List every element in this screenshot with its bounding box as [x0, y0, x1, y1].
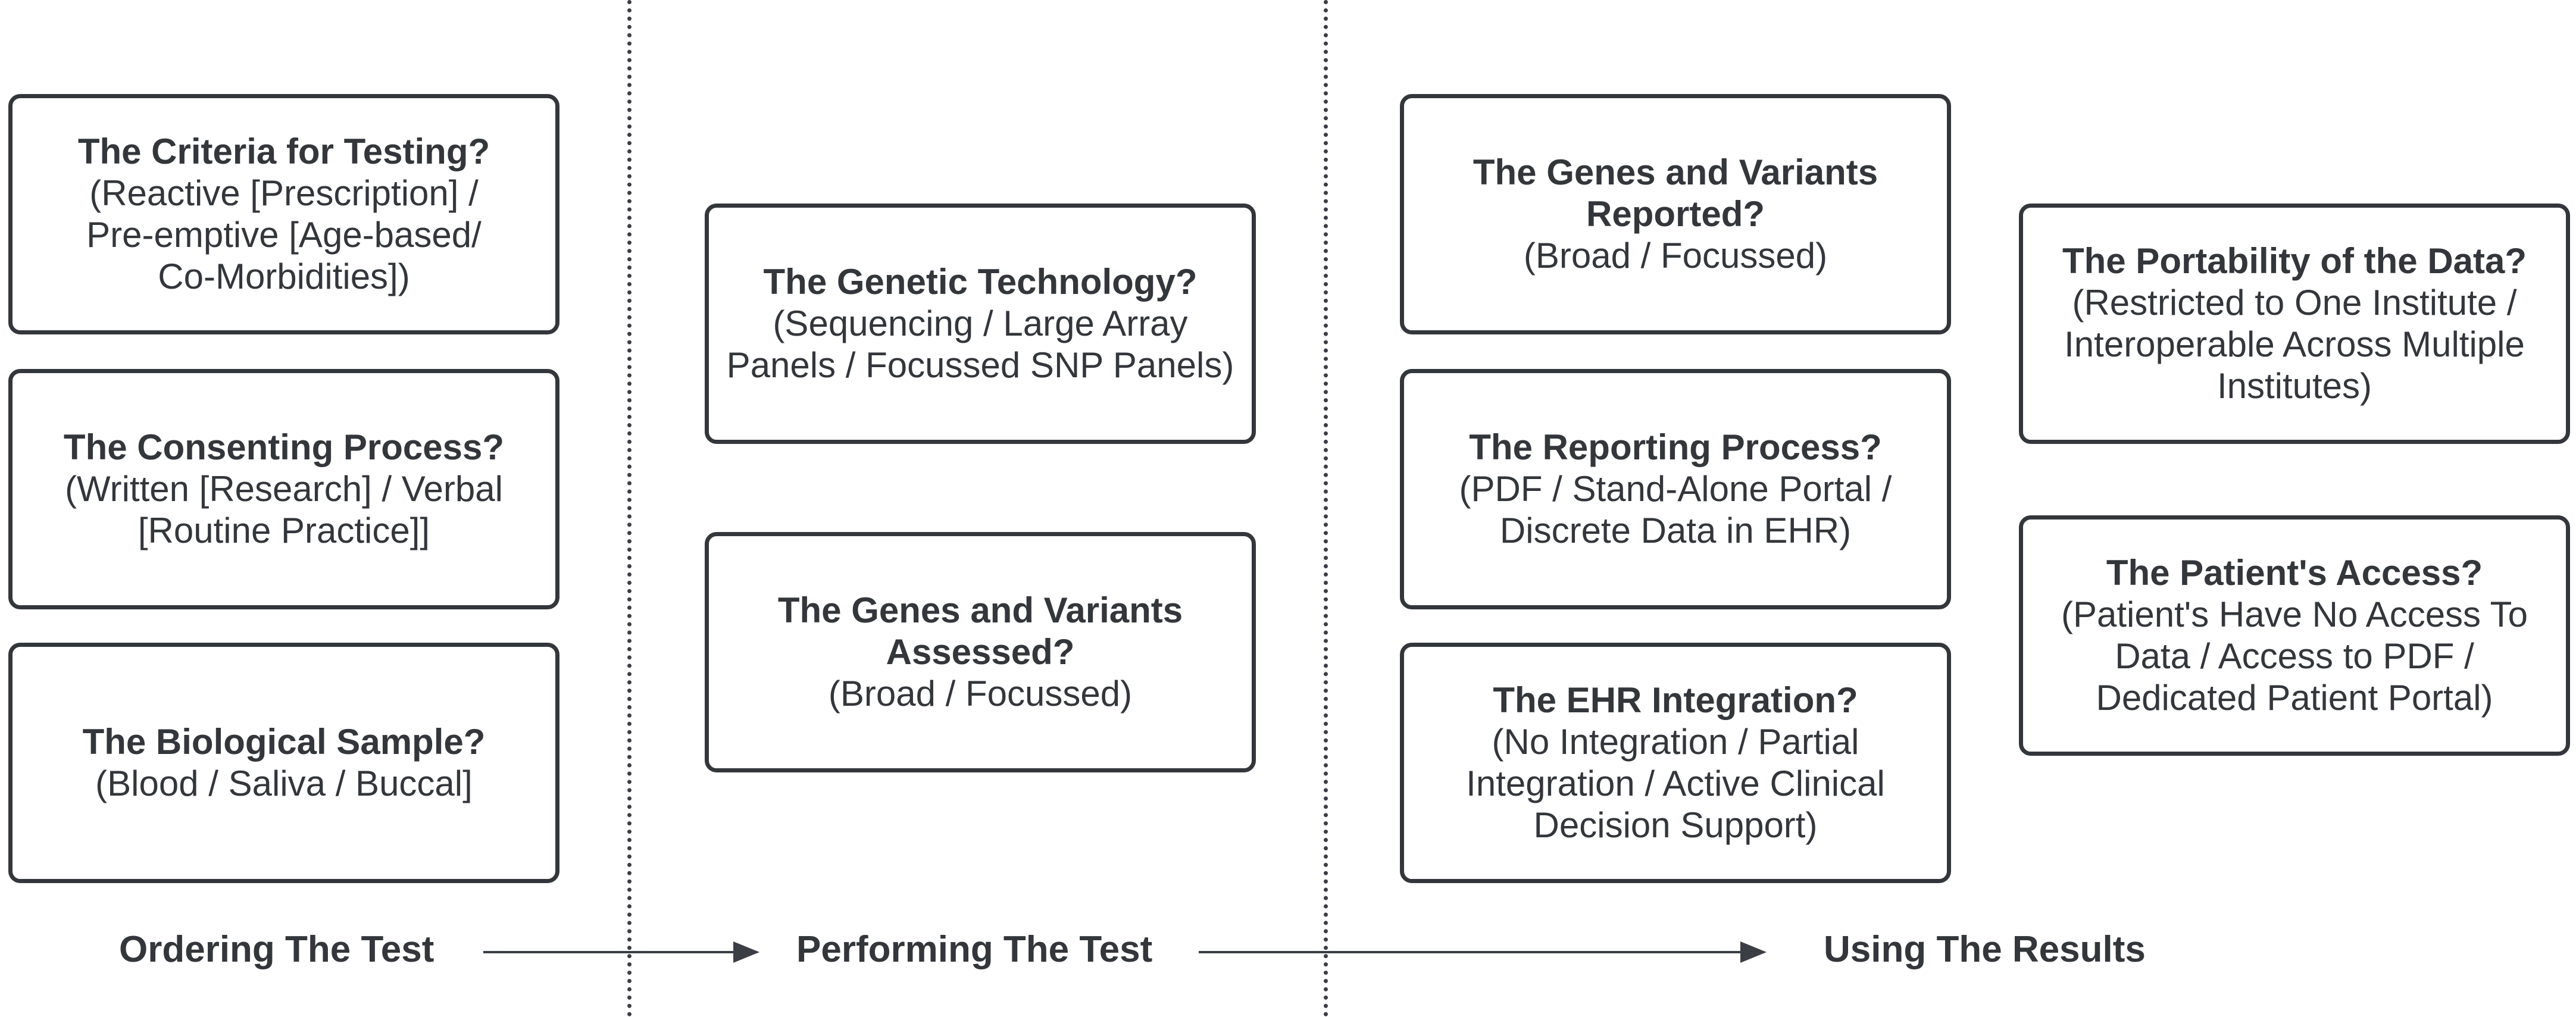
genes-variants-reported-box: The Genes and Variants Reported? (Broad …: [1400, 94, 1951, 334]
genetic-technology-desc: (Sequencing / Large Array Panels / Focus…: [726, 303, 1234, 385]
data-portability-desc: (Restricted to One Institute / Interoper…: [2064, 283, 2525, 406]
ehr-integration-box: The EHR Integration? (No Integration / P…: [1400, 643, 1951, 883]
flow-arrow-2: [1199, 941, 1767, 963]
criteria-for-testing-box: The Criteria for Testing? (Reactive [Pre…: [8, 94, 559, 334]
consenting-process-title: The Consenting Process?: [63, 427, 505, 467]
genes-variants-reported-desc: (Broad / Focussed): [1523, 236, 1828, 276]
stage-label-using: Using The Results: [1824, 929, 2146, 970]
genetic-technology-box: The Genetic Technology? (Sequencing / La…: [705, 204, 1256, 444]
genes-variants-assessed-desc: (Broad / Focussed): [828, 674, 1133, 714]
stage-divider-1: [627, 0, 632, 1017]
data-portability-box: The Portability of the Data? (Restricted…: [2019, 204, 2570, 444]
criteria-for-testing-title: The Criteria for Testing?: [77, 132, 490, 171]
stage-label-performing: Performing The Test: [796, 929, 1153, 970]
data-portability-title: The Portability of the Data?: [2062, 241, 2527, 281]
patient-access-title: The Patient's Access?: [2106, 553, 2483, 593]
reporting-process-title: The Reporting Process?: [1469, 427, 1882, 467]
biological-sample-desc: (Blood / Saliva / Buccal]: [95, 763, 473, 803]
criteria-for-testing-desc: (Reactive [Prescription] / Pre-emptive […: [86, 173, 482, 296]
stage-label-ordering: Ordering The Test: [119, 929, 434, 970]
reporting-process-box: The Reporting Process? (PDF / Stand-Alon…: [1400, 369, 1951, 609]
consenting-process-desc: (Written [Research] / Verbal [Routine Pr…: [65, 469, 503, 550]
stage-divider-2: [1324, 0, 1328, 1017]
ehr-integration-title: The EHR Integration?: [1493, 680, 1858, 720]
patient-access-box: The Patient's Access? (Patient's Have No…: [2019, 515, 2570, 756]
flow-arrow-1: [483, 941, 759, 963]
genes-variants-assessed-title: The Genes and Variants Assessed?: [777, 590, 1183, 672]
genetic-technology-title: The Genetic Technology?: [763, 262, 1198, 302]
reporting-process-desc: (PDF / Stand-Alone Portal / Discrete Dat…: [1459, 469, 1892, 550]
biological-sample-box: The Biological Sample? (Blood / Saliva /…: [8, 643, 559, 883]
patient-access-desc: (Patient's Have No Access To Data / Acce…: [2061, 594, 2528, 718]
genes-variants-reported-title: The Genes and Variants Reported?: [1473, 152, 1878, 234]
consenting-process-box: The Consenting Process? (Written [Resear…: [8, 369, 559, 609]
genes-variants-assessed-box: The Genes and Variants Assessed? (Broad …: [705, 532, 1256, 772]
biological-sample-title: The Biological Sample?: [82, 722, 486, 762]
ehr-integration-desc: (No Integration / Partial Integration / …: [1466, 722, 1885, 845]
